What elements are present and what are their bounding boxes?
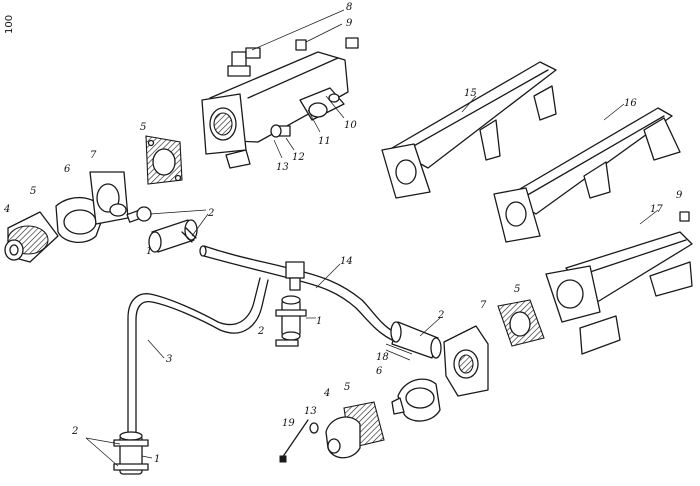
- callout-5: 5: [30, 186, 36, 197]
- lower-hose-with-clamps: [85, 431, 153, 475]
- left-thermostat-housing-assembly: [4, 135, 183, 263]
- right-thermostat-housing-assembly: [279, 299, 545, 463]
- center-hose-with-clamps: [275, 295, 316, 347]
- callout-7: 7: [480, 300, 487, 311]
- callout-9: 9: [676, 190, 683, 201]
- callout-11: 11: [318, 136, 331, 147]
- callout-12: 12: [292, 152, 305, 163]
- callout-7: 7: [90, 150, 97, 161]
- callout-4: 4: [3, 204, 10, 215]
- page-number: 100: [4, 15, 15, 34]
- water-distribution-pipe: [199, 245, 395, 341]
- callout-9: 9: [346, 18, 353, 29]
- callout-17: 17: [650, 204, 663, 215]
- callout-5: 5: [514, 284, 520, 295]
- callout-8: 8: [346, 2, 352, 13]
- callout-15: 15: [464, 88, 477, 99]
- callout-5: 5: [344, 382, 350, 393]
- callout-19: 19: [282, 418, 295, 429]
- callout-2: 2: [71, 426, 78, 437]
- callout-1: 1: [316, 316, 322, 327]
- callout-14: 14: [340, 256, 353, 267]
- callout-5: 5: [140, 122, 146, 133]
- callout-13: 13: [304, 406, 317, 417]
- callout-13: 13: [276, 162, 289, 173]
- callout-18: 18: [376, 352, 389, 363]
- callout-16: 16: [624, 98, 637, 109]
- left-hose-with-clamps: [126, 206, 209, 253]
- bent-water-tube: [127, 277, 269, 433]
- intake-manifold-with-fittings: [201, 9, 359, 169]
- manifold-rail-16: [493, 103, 681, 243]
- callout-6: 6: [64, 164, 71, 175]
- callout-6: 6: [376, 366, 383, 377]
- callout-1: 1: [146, 246, 152, 257]
- callout-2: 2: [257, 326, 264, 337]
- manifold-rail-17: [545, 209, 693, 355]
- callout-3: 3: [166, 354, 172, 365]
- callout-2: 2: [437, 310, 444, 321]
- callout-2: 2: [207, 208, 214, 219]
- callout-10: 10: [344, 120, 357, 131]
- callout-labels: 8 9 10 11 12 13 5 7 6 5 4 2 1 15 16 9 17…: [3, 2, 683, 465]
- callout-1: 1: [154, 454, 160, 465]
- manifold-rail-15: [381, 61, 557, 199]
- callout-4: 4: [323, 388, 330, 399]
